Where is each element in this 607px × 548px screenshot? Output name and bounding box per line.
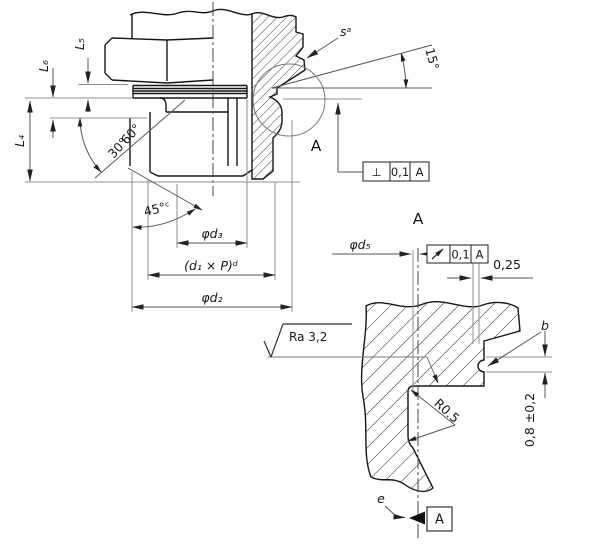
datum-label: A bbox=[435, 513, 444, 528]
detail-view: A Ra 3,2 bbox=[263, 210, 552, 540]
fcf-datum-ref: A bbox=[476, 248, 484, 262]
datum-box bbox=[426, 506, 453, 532]
port-section-hatched bbox=[251, 12, 306, 180]
dim-label-d2: φd₂ bbox=[201, 290, 222, 305]
dim-label-r05: R0.5 bbox=[431, 396, 462, 426]
fcf-leader bbox=[335, 102, 363, 173]
dim-label-l5: L₅ bbox=[72, 38, 87, 50]
roughness-value: Ra 3,2 bbox=[289, 330, 327, 344]
fitting-outline bbox=[104, 8, 253, 177]
detail-extension-lines bbox=[412, 250, 552, 392]
fcf-tolerance: 0,1 bbox=[451, 248, 469, 262]
detail-marker-label: A bbox=[311, 137, 322, 155]
detail-circle bbox=[252, 63, 326, 137]
dim-label-e: e bbox=[377, 491, 385, 506]
detail-dimension-lines bbox=[332, 251, 548, 520]
fcf-datum-ref: A bbox=[416, 165, 424, 179]
dim-label-land-height: 0,8 ±0,2 bbox=[522, 393, 537, 447]
dim-label-l6: L₆ bbox=[36, 60, 51, 72]
circular-runout-icon bbox=[431, 248, 444, 260]
extension-lines bbox=[25, 84, 362, 312]
datum-triangle-icon bbox=[409, 511, 425, 525]
perpendicularity-frame: ⊥ 0,1 A bbox=[335, 102, 430, 182]
surface-roughness: Ra 3,2 bbox=[263, 323, 439, 384]
dimension-lines bbox=[27, 37, 433, 310]
dim-label-s: sᵃ bbox=[340, 24, 352, 39]
dim-label-15deg: 15° bbox=[422, 46, 442, 71]
surface-roughness-icon bbox=[263, 323, 352, 358]
dim-label-l4: L₄ bbox=[12, 135, 27, 147]
runout-frame: 0,1 A bbox=[426, 244, 489, 264]
datum-symbol: A bbox=[409, 506, 453, 532]
main-view: L₄ L₅ L₆ 60° 30° 45°ᶜ 15° sᵃ φd₃ (d₁ × P… bbox=[12, 2, 442, 312]
detail-view-title: A bbox=[413, 210, 424, 228]
dim-label-025: 0,25 bbox=[493, 257, 521, 272]
dim-label-d3: φd₃ bbox=[201, 226, 222, 241]
fcf-tolerance: 0,1 bbox=[391, 165, 409, 179]
fcf-box bbox=[362, 161, 430, 182]
dim-label-45deg: 45°ᶜ bbox=[142, 198, 172, 219]
detail-section-hatched bbox=[360, 301, 521, 493]
dim-label-b: b bbox=[541, 318, 549, 333]
dim-label-d1p: (d₁ × P)ᵈ bbox=[184, 258, 238, 273]
perpendicularity-icon: ⊥ bbox=[371, 165, 381, 179]
dim-label-d5: φd₅ bbox=[349, 237, 370, 252]
